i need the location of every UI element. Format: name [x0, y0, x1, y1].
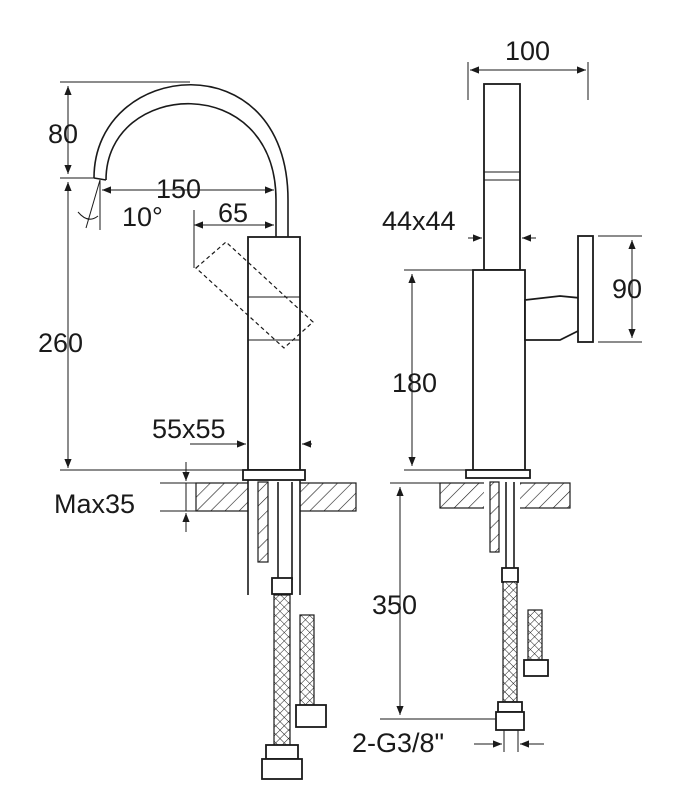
dim-spout-angle: 10°	[122, 202, 163, 232]
dim-spout-section: 44x44	[382, 206, 456, 236]
side-view: 100 44x44 90 180 350 2-G3/8"	[352, 36, 642, 758]
dim-max-counter: Max35	[54, 489, 135, 519]
supply-hose-2	[299, 614, 315, 706]
dim-connection: 2-G3/8"	[352, 728, 444, 758]
faucet-body	[247, 236, 301, 471]
front-view: 80 150 10° 65 260 55x55 Max35	[38, 81, 357, 780]
dim-body-section: 55x55	[152, 414, 226, 444]
dim-spout-height: 80	[48, 119, 78, 149]
spout-tip	[93, 177, 107, 181]
base-plate	[242, 469, 306, 481]
dim-hose-length: 350	[372, 590, 417, 620]
supply-hose	[273, 594, 291, 746]
dim-spout-reach: 150	[156, 174, 201, 204]
dim-total-width: 100	[505, 36, 550, 66]
handle-plate	[577, 235, 594, 343]
dim-total-height: 260	[38, 328, 83, 358]
dim-body-height: 180	[392, 368, 437, 398]
handle-rotated-outline	[195, 241, 314, 349]
side-body	[472, 269, 526, 471]
threaded-rod	[257, 481, 269, 563]
dim-handle-height: 90	[612, 274, 642, 304]
hose-nut	[261, 758, 303, 780]
side-supply-hose	[502, 581, 518, 703]
dim-handle-offset: 65	[218, 198, 248, 228]
spout-outer	[93, 83, 289, 237]
side-hose-nut	[495, 711, 525, 731]
spout-column	[483, 83, 521, 271]
handle-lever	[524, 295, 581, 341]
side-base-plate	[465, 469, 531, 479]
spout-inner	[105, 102, 277, 237]
